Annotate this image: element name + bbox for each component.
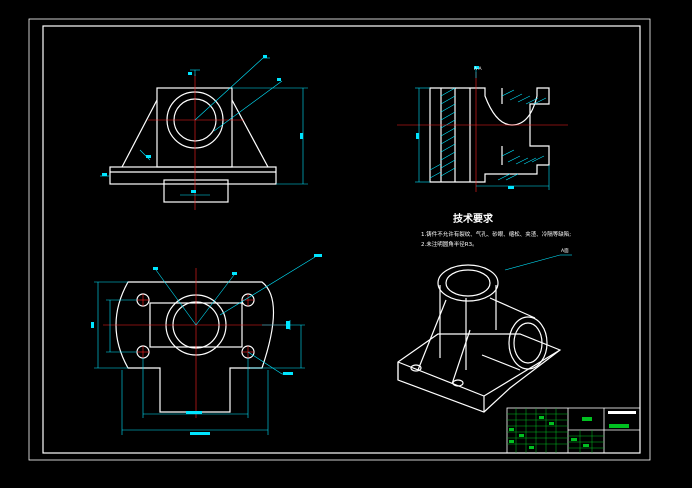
section-hatching: [429, 87, 547, 181]
isometric-view: [397, 264, 562, 413]
tech-note-1: 1.铸件不允许有裂纹、气孔、砂眼、缩松、夹渣、冷隔等缺陷;: [421, 230, 571, 238]
iso-view-callout: A面: [561, 248, 569, 254]
tech-requirements-title: 技术要求: [453, 212, 494, 225]
front-view: [100, 55, 308, 210]
sheet-frame: [28, 18, 651, 461]
top-view: [91, 254, 322, 435]
title-block: [506, 407, 641, 454]
section-mark: A-A: [474, 66, 483, 72]
section-view: [397, 66, 568, 192]
tech-note-2: 2.未注明圆角半径R3。: [421, 240, 478, 248]
